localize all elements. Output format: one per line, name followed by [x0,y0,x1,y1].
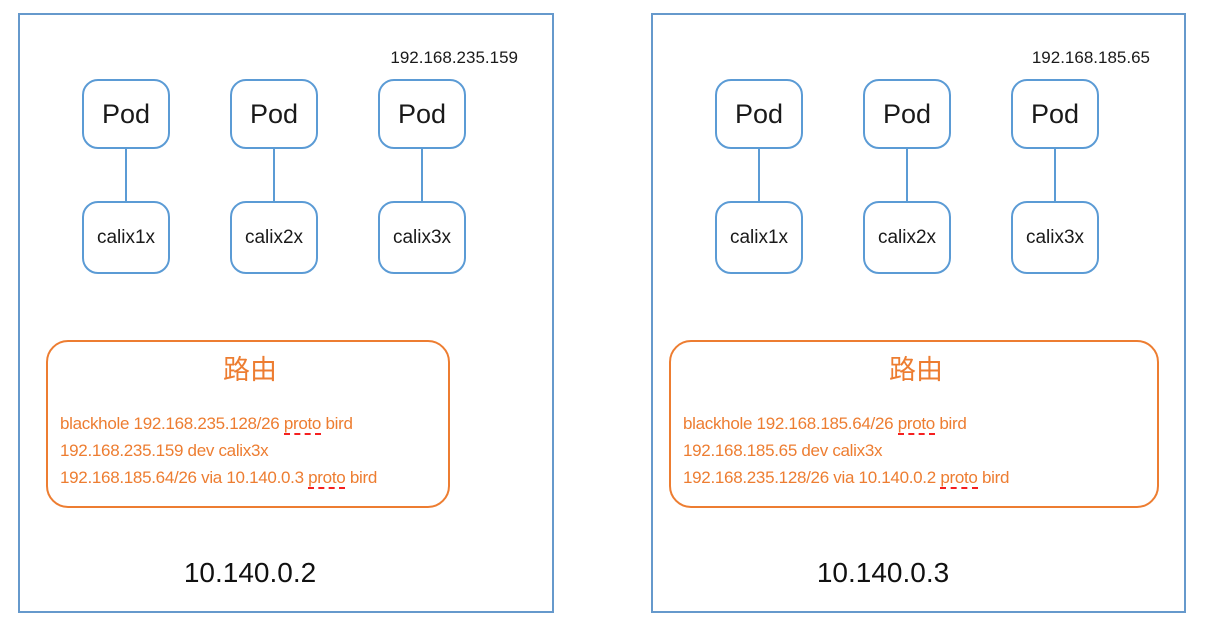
node-panel-right: 192.168.185.65 Pod calix1x Pod calix2x P… [651,13,1186,613]
veth-interface-box: calix2x [230,201,318,274]
pod-box: Pod [715,79,803,149]
route-text-misspelled: proto [308,468,346,489]
route-text: blackhole 192.168.235.128/26 [60,414,284,433]
route-table-box: 路由 blackhole 192.168.185.64/26 proto bir… [669,340,1159,508]
pod-column: Pod calix2x [230,79,318,274]
pod-veth-link [905,149,909,201]
pod-veth-link [124,149,128,201]
pod-label: Pod [734,98,784,129]
pod-veth-link [757,149,761,201]
pod-subnet-ip-label: 192.168.235.159 [390,48,518,67]
route-entry: 192.168.235.159 dev calix3x [60,437,440,464]
route-text: 192.168.235.159 dev calix3x [60,441,269,460]
route-text-misspelled: proto [897,414,935,435]
pod-veth-link [1053,149,1057,201]
pod-label: Pod [397,98,447,129]
veth-interface-label: calix3x [1025,226,1085,248]
route-entry: 192.168.235.128/26 via 10.140.0.2 proto … [683,464,1149,491]
pod-box: Pod [1011,79,1099,149]
route-text: 192.168.235.128/26 via 10.140.0.2 [683,468,941,487]
route-entry: 192.168.185.65 dev calix3x [683,437,1149,464]
pod-box: Pod [230,79,318,149]
route-text: bird [321,414,353,433]
pod-column: Pod calix3x [378,79,466,274]
pod-box: Pod [863,79,951,149]
veth-interface-label: calix1x [96,226,156,248]
pod-column: Pod calix3x [1011,79,1099,274]
veth-interface-box: calix3x [1011,201,1099,274]
pod-label: Pod [1030,98,1080,129]
veth-interface-box: calix1x [715,201,803,274]
pod-box: Pod [82,79,170,149]
route-text-misspelled: proto [283,414,322,435]
route-table-title: 路由 [223,355,277,385]
route-entry: 192.168.185.64/26 via 10.140.0.3 proto b… [60,464,440,491]
veth-interface-label: calix1x [729,226,789,248]
pod-label: Pod [101,98,151,129]
pod-veth-link [420,149,424,201]
route-text: bird [977,468,1010,487]
pod-label: Pod [882,98,932,129]
host-ip-label: 10.140.0.2 [183,557,317,588]
pod-column: Pod calix1x [82,79,170,274]
veth-interface-box: calix1x [82,201,170,274]
route-text: 192.168.185.65 dev calix3x [683,441,883,460]
veth-interface-label: calix2x [877,226,937,248]
pod-veth-link [272,149,276,201]
veth-interface-box: calix2x [863,201,951,274]
pod-columns: Pod calix1x Pod calix2x Pod calix3x [715,79,1099,274]
route-table-lines: blackhole 192.168.235.128/26 proto bird … [60,410,440,491]
route-text: bird [934,414,967,433]
route-table-lines: blackhole 192.168.185.64/26 proto bird 1… [683,410,1149,491]
pod-columns: Pod calix1x Pod calix2x Pod calix3x [82,79,466,274]
veth-interface-box: calix3x [378,201,466,274]
pod-column: Pod calix2x [863,79,951,274]
veth-interface-label: calix2x [244,226,304,248]
pod-box: Pod [378,79,466,149]
pod-subnet-ip-label: 192.168.185.65 [1031,48,1150,67]
route-text: bird [345,468,377,487]
route-entry: blackhole 192.168.185.64/26 proto bird [683,410,1149,437]
route-text: 192.168.185.64/26 via 10.140.0.3 [60,468,309,487]
route-table-box: 路由 blackhole 192.168.235.128/26 proto bi… [46,340,450,508]
pod-column: Pod calix1x [715,79,803,274]
route-text-misspelled: proto [940,468,978,489]
route-entry: blackhole 192.168.235.128/26 proto bird [60,410,440,437]
route-table-title: 路由 [889,355,943,385]
host-ip-label: 10.140.0.3 [816,557,950,588]
node-panel-left: 192.168.235.159 Pod calix1x Pod calix2x … [18,13,554,613]
pod-label: Pod [249,98,299,129]
veth-interface-label: calix3x [392,226,452,248]
route-text: blackhole 192.168.185.64/26 [683,414,898,433]
